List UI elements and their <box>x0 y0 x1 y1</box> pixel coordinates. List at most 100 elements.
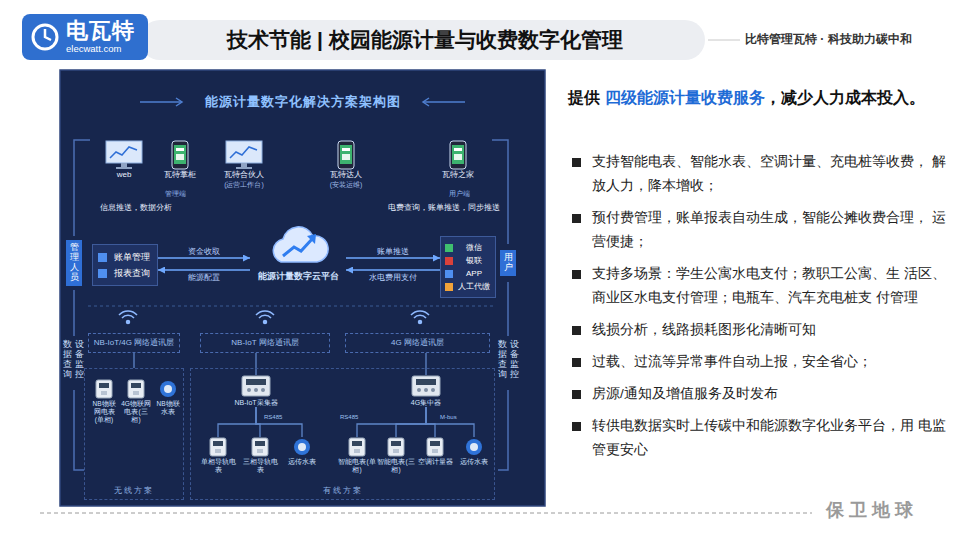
bullet-text: 支持智能电表、智能水表、空调计量、充电桩等收费， 解放人力，降本增收； <box>592 150 946 198</box>
phone-icon <box>170 140 190 170</box>
bus-label: M-bus <box>440 414 457 421</box>
node-text: NB-IoT采集器 <box>231 398 281 407</box>
cloud-icon <box>263 222 333 270</box>
device: 远传水表 <box>455 437 493 466</box>
header-rule <box>708 40 740 41</box>
meter-icon <box>209 437 227 457</box>
water-icon <box>292 437 312 457</box>
app-terminal: 瓦特之家 <box>430 140 486 180</box>
flow-arrow <box>158 269 250 270</box>
node-text: NB-IoT 网络通讯层 <box>205 338 325 348</box>
side-note: 数据查询 <box>498 340 507 380</box>
bus-wire <box>396 407 426 437</box>
bullet-text: 过载、过流等异常事件自动上报，安全省心； <box>592 350 946 374</box>
node-text: APP <box>445 267 491 280</box>
node-text: 账单管理 <box>98 249 152 265</box>
bullet-square <box>572 326 581 335</box>
app-terminal: 瓦特达人(安装运维) <box>316 140 376 189</box>
bus-wire <box>133 353 134 368</box>
bus-wire <box>357 407 426 437</box>
bus-wire <box>426 407 435 437</box>
flow-arrow <box>346 257 440 258</box>
bullet-row: 支持智能电表、智能水表、空调计量、充电桩等收费， 解放人力，降本增收； <box>568 150 946 198</box>
role-tag: 用户 <box>500 250 516 276</box>
device: NB物联水表 <box>153 379 183 416</box>
bullet-text: 房源/通知及增值服务及时发布 <box>592 382 946 406</box>
payment-box: 微信银联APP人工代缴 <box>440 236 496 298</box>
meter-icon <box>387 437 405 457</box>
device: NB物联网电表(单相) <box>89 379 119 424</box>
meter-icon <box>348 437 366 457</box>
phone-icon <box>448 140 468 170</box>
monitor-icon <box>104 140 144 170</box>
side-note: 设备监控 <box>510 340 519 380</box>
bullet-row: 线损分析，线路损耗图形化清晰可知 <box>568 318 946 342</box>
node-text: (运营工作台) <box>213 180 275 189</box>
device: 远传水表 <box>283 437 321 466</box>
bullet-row: 过载、过流等异常事件自动上报，安全省心； <box>568 350 946 374</box>
bullet-row: 预付费管理，账单报表自动生成，智能公摊收费合理， 运营便捷； <box>568 206 946 254</box>
device: 智能电表(单相) <box>338 437 376 474</box>
footer-slogan: 保 卫 地 球 <box>826 500 913 522</box>
wifi-icon <box>119 311 429 324</box>
lead-text: ，减少人力成本投入。 <box>765 89 925 106</box>
concentrator: 4G集中器 <box>401 375 451 407</box>
group-note: 信息推送，数据分析 <box>100 203 172 213</box>
device: 4G物联网电表(三相) <box>121 379 151 424</box>
node-text: 用户 <box>504 253 513 273</box>
node-text: 智能电表(单相) <box>338 458 376 474</box>
bus-wire <box>255 353 256 375</box>
role-tag: 管理人员 <box>66 240 82 286</box>
app-terminal: 瓦特合伙人(运营工作台) <box>213 140 275 189</box>
node-text: (安装运维) <box>316 180 376 189</box>
network-layer: NB-IoT/4G 网络通讯层 <box>88 333 180 353</box>
bus-wire <box>426 407 474 437</box>
monitor-icon <box>224 140 264 170</box>
node-text: 瓦特合伙人 <box>213 170 275 180</box>
bullet-text: 预付费管理，账单报表自动生成，智能公摊收费合理， 运营便捷； <box>592 206 946 254</box>
node-text: 管理人员 <box>70 243 79 283</box>
node-text: NB物联水表 <box>153 400 183 416</box>
group-note: 电费查询，账单推送，同步推送 <box>388 203 500 213</box>
panel-ground <box>60 70 545 506</box>
node-text: 瓦特掌柜 <box>152 170 208 180</box>
bullet-row: 支持多场景：学生公寓水电支付；教职工公寓、生 活区、商业区水电支付管理；电瓶车、… <box>568 262 946 310</box>
app-terminal: web <box>96 140 152 180</box>
bullet-square <box>572 158 581 167</box>
flow-arrow <box>158 257 250 258</box>
concentrator: NB-IoT采集器 <box>231 375 281 407</box>
node-text: 报表查询 <box>98 265 152 281</box>
side-bracket <box>74 140 508 470</box>
cloud-platform: 能源计量数字云平台 <box>250 222 346 282</box>
node-text: 4G 网络通讯层 <box>350 338 485 348</box>
node-text: NB物联网电表(单相) <box>89 400 119 424</box>
bus-wire <box>425 353 426 375</box>
scheme-region: 有线方案NB-IoT采集器4G集中器单相导轨电表三相导轨电表远传水表智能电表(单… <box>190 368 495 500</box>
meter-icon <box>251 437 269 457</box>
edge-label: 账单推送 <box>375 247 411 256</box>
bullet-text: 支持多场景：学生公寓水电支付；教职工公寓、生 活区、商业区水电支付管理；电瓶车、… <box>592 262 946 310</box>
network-layer: NB-IoT 网络通讯层 <box>200 333 330 353</box>
bus-label: RS485 <box>340 414 358 421</box>
side-note: 设备监控 <box>75 340 84 380</box>
water-icon <box>464 437 484 457</box>
node-text: 4G物联网电表(三相) <box>121 400 151 424</box>
node-text: 三相导轨电表 <box>241 458 279 474</box>
node-text: 银联 <box>445 254 491 267</box>
bus-wire <box>256 407 302 437</box>
diagram-panel: 能源计量数字化解决方案架构图web瓦特掌柜瓦特合伙人(运营工作台)瓦特达人(安装… <box>60 70 545 506</box>
device: 三相导轨电表 <box>241 437 279 474</box>
meter-icon <box>127 379 145 399</box>
function-box: 账单管理报表查询 <box>92 244 158 286</box>
logo-badge: 电瓦特elecwatt.com <box>22 14 148 60</box>
node-text: 人工代缴 <box>445 280 491 293</box>
node-text: 远传水表 <box>283 458 321 466</box>
bus-label: RS485 <box>264 414 282 421</box>
bullet-square <box>572 422 581 431</box>
node-text: 4G集中器 <box>401 398 451 407</box>
node-text: 智能电表(三相) <box>377 458 415 474</box>
bullet-square <box>572 358 581 367</box>
node-text: 瓦特之家 <box>430 170 486 180</box>
clock-icon <box>30 22 60 52</box>
node-text: 能源计量数字云平台 <box>250 270 346 282</box>
